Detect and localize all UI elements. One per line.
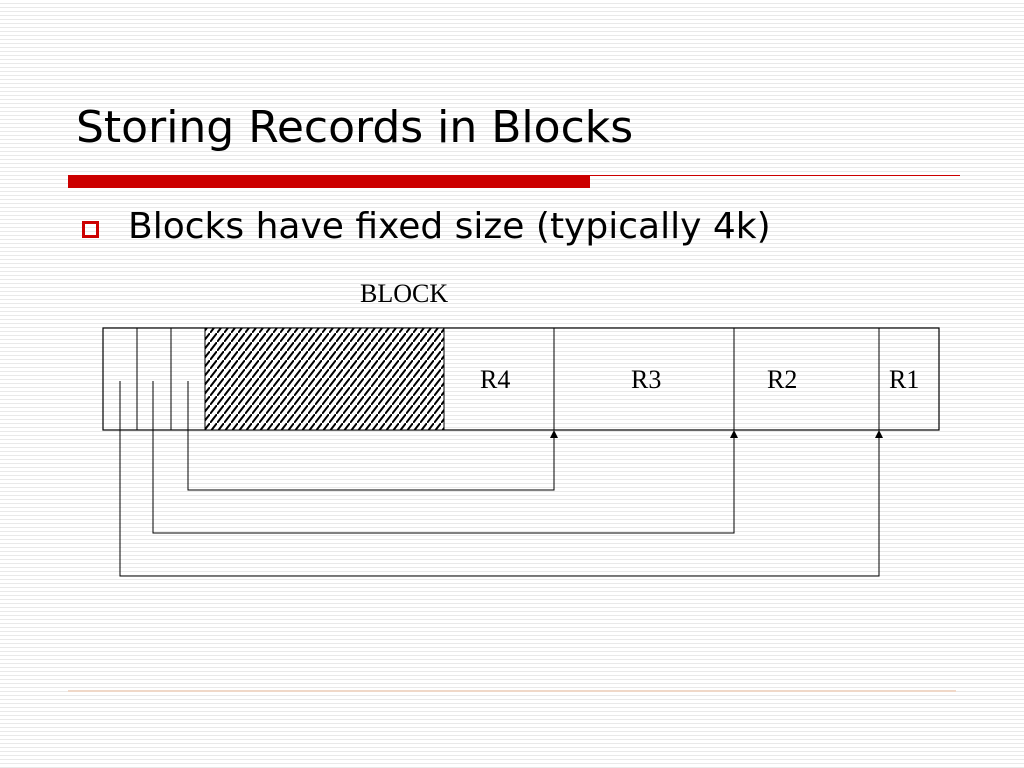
arrowhead-icon bbox=[730, 430, 738, 438]
record-label-r2: R2 bbox=[767, 365, 797, 394]
slide-title: Storing Records in Blocks bbox=[76, 102, 634, 153]
record-label-r3: R3 bbox=[631, 365, 661, 394]
record-label-r4: R4 bbox=[480, 365, 510, 394]
offset-pointer-r2 bbox=[119, 381, 880, 577]
offset-pointer-r3 bbox=[152, 381, 735, 534]
block-label: BLOCK bbox=[360, 279, 448, 308]
record-label-r1: R1 bbox=[889, 365, 919, 394]
offset-pointer-r4 bbox=[187, 381, 555, 491]
block-outline bbox=[102, 327, 940, 431]
title-underline-thin bbox=[590, 175, 960, 176]
bullet-text: Blocks have fixed size (typically 4k) bbox=[128, 206, 771, 247]
hollow-square-bullet-icon bbox=[82, 221, 99, 238]
arrowhead-icon bbox=[875, 430, 883, 438]
title-underline-thick bbox=[68, 175, 590, 188]
footer-divider bbox=[68, 690, 956, 692]
free-space-region bbox=[204, 327, 445, 431]
arrowhead-icon bbox=[550, 430, 558, 438]
